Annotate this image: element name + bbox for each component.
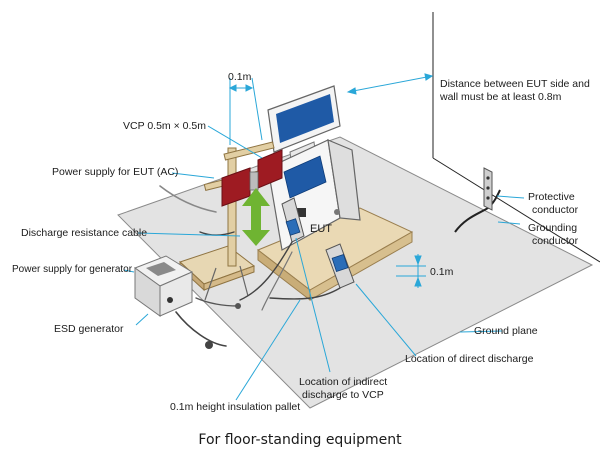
label-esd-generator: ESD generator [54, 323, 123, 335]
wall-distance-arrow [348, 74, 432, 94]
label-protective-line1: Protective [528, 191, 575, 203]
label-indirect-line1: Location of indirect [299, 376, 387, 388]
label-vcp: VCP 0.5m × 0.5m [123, 120, 206, 132]
protective-conductor-bar [484, 168, 492, 210]
label-direct-discharge: Location of direct discharge [405, 353, 533, 365]
label-ground-plane: Ground plane [474, 325, 538, 337]
label-dim-01m-pallet: 0.1m [430, 266, 453, 278]
label-indirect-line2: discharge to VCP [302, 389, 384, 401]
label-dim-01m-top: 0.1m [228, 71, 251, 83]
label-power-supply-generator: Power supply for generator [12, 264, 132, 276]
label-eut: EUT [310, 223, 332, 235]
label-wall-distance-line1: Distance between EUT side and [440, 78, 590, 90]
caption: For floor-standing equipment [0, 432, 600, 448]
dimension-01m-top [230, 78, 262, 145]
label-grounding-line1: Grounding [528, 222, 577, 234]
label-power-supply-eut: Power supply for EUT (AC) [52, 166, 178, 178]
label-grounding-line2: conductor [532, 235, 578, 247]
label-protective-line2: conductor [532, 204, 578, 216]
label-insulation-pallet: 0.1m height insulation pallet [170, 401, 300, 413]
label-discharge-cable: Discharge resistance cable [21, 227, 147, 239]
label-wall-distance-line2: wall must be at least 0.8m [440, 91, 561, 103]
